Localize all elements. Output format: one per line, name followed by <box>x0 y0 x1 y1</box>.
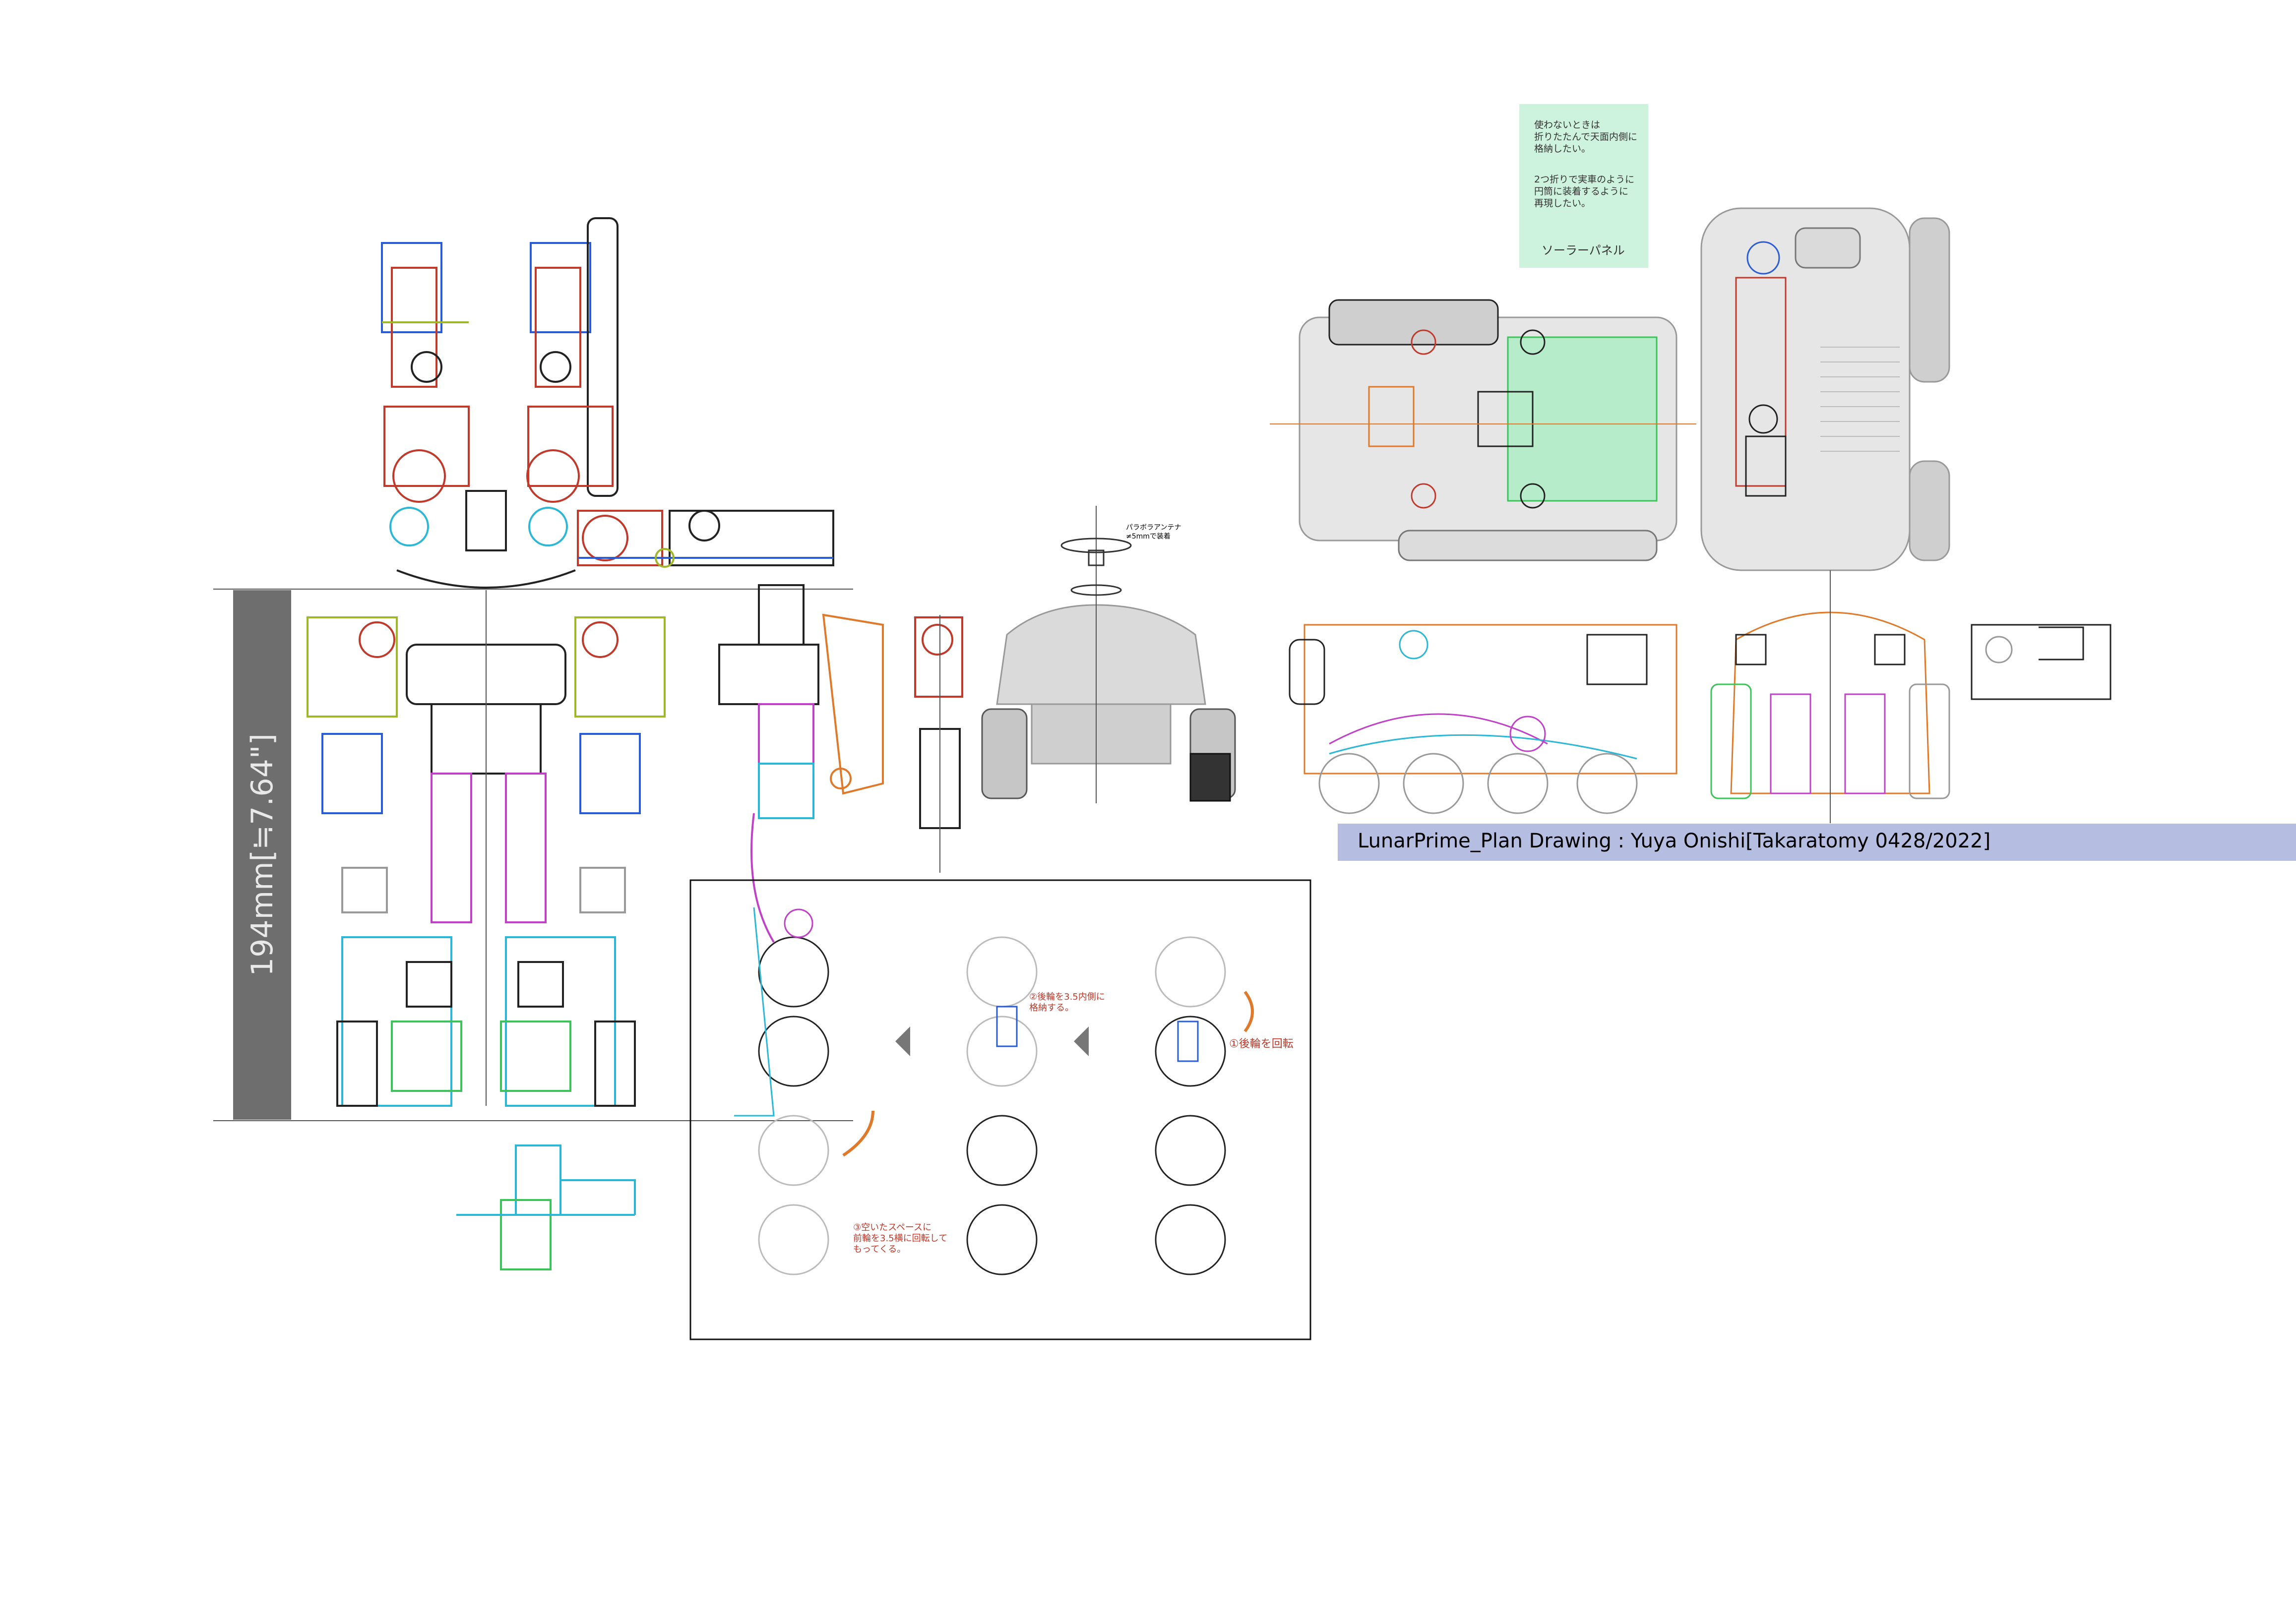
antenna-annotation: パラボラアンテナ ≠5mmで装着 <box>1126 524 1181 541</box>
robot-upper-arms <box>381 217 619 589</box>
vehicle-front-view <box>1700 207 1950 571</box>
height-guide-lines <box>213 589 853 1121</box>
vehicle-rear-view <box>981 506 1236 803</box>
robot-foot-detail <box>456 1144 636 1270</box>
small-detail-part <box>1971 624 2111 700</box>
note-text-2: 2つ折りで実車のように 円筒に装着するように 再現したい。 <box>1534 174 1635 209</box>
step-3-annotation: ③空いたスペースに 前輪を3.5横に回転して もってくる。 <box>853 1222 948 1255</box>
step-1-annotation: ①後輪を回転 <box>1229 1038 1294 1050</box>
vehicle-top-view <box>1270 299 1696 561</box>
step-2-annotation: ②後輪を3.5内側に 格納する。 <box>1029 992 1105 1013</box>
solar-panel-label: ソーラーパネル <box>1542 243 1625 257</box>
robot-front-body <box>307 590 666 1107</box>
wheel-transform-box <box>689 879 1311 1340</box>
height-measure-bar: 194mm[≒7.64"] <box>233 590 291 1120</box>
robot-side-view <box>718 584 963 943</box>
robot-arm-extended <box>577 510 834 568</box>
solar-panel-note: 使わないときは 折りたたんで天面内側に 格納したい。 2つ折りで実車のように 円… <box>1519 104 1648 268</box>
title-bar: LunarPrime_Plan Drawing : Yuya Onishi[Ta… <box>1338 824 2296 861</box>
vehicle-side-view <box>1289 624 1677 814</box>
height-label: 194mm[≒7.64"] <box>245 733 280 976</box>
vehicle-rear-right-view <box>1710 570 1950 823</box>
note-text-1: 使わないときは 折りたたんで天面内側に 格納したい。 <box>1534 120 1638 154</box>
drawing-title: LunarPrime_Plan Drawing : Yuya Onishi[Ta… <box>1358 830 1991 852</box>
